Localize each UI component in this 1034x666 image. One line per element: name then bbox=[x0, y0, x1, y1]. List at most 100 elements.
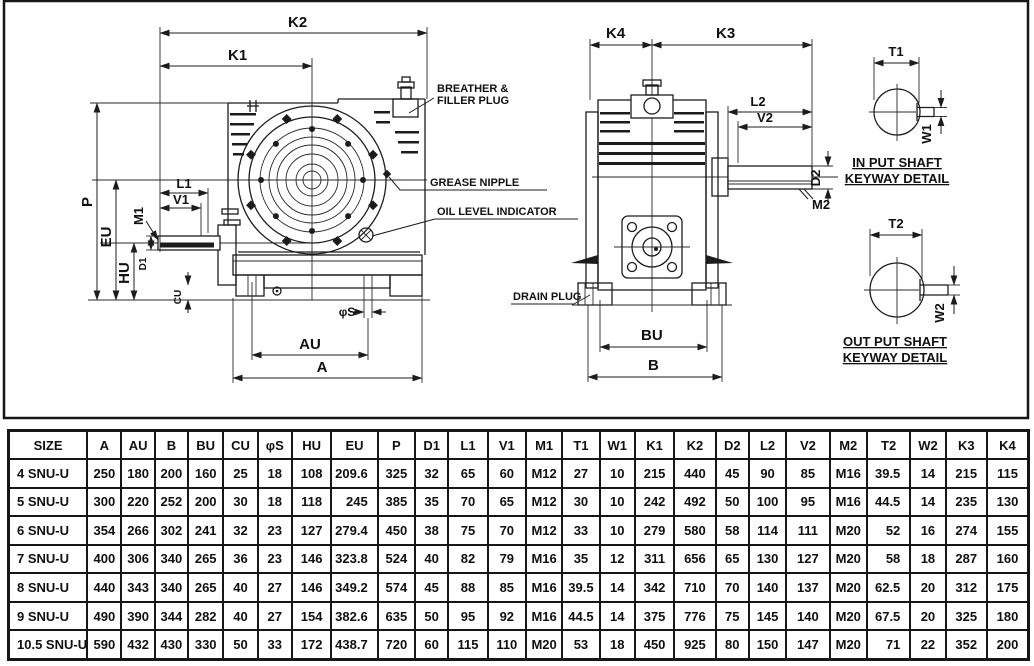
value-cell: 40 bbox=[414, 543, 450, 575]
value-cell: 172 bbox=[290, 629, 333, 661]
value-cell: 10 bbox=[598, 458, 636, 489]
value-cell: 52 bbox=[865, 515, 912, 546]
size-cell: 10.5 SNU-U bbox=[7, 629, 89, 661]
value-cell: 245 bbox=[330, 486, 379, 518]
side-feet bbox=[571, 255, 733, 306]
column-header: M1 bbox=[524, 429, 564, 460]
value-cell: 50 bbox=[222, 629, 259, 661]
value-cell: 16 bbox=[909, 515, 947, 546]
value-cell: 27 bbox=[256, 600, 293, 632]
value-cell: 776 bbox=[673, 600, 717, 632]
value-cell: 241 bbox=[187, 515, 225, 546]
value-cell: 79 bbox=[486, 543, 527, 575]
value-cell: 65 bbox=[447, 458, 489, 489]
column-header: D1 bbox=[414, 429, 450, 460]
value-cell: 95 bbox=[447, 600, 489, 632]
value-cell: 265 bbox=[187, 572, 225, 603]
callout-grease-nipple: GREASE NIPPLE bbox=[430, 177, 519, 189]
value-cell: 450 bbox=[633, 629, 676, 661]
value-cell: 250 bbox=[86, 458, 123, 489]
dim-d2: D2 bbox=[808, 170, 823, 187]
column-header: BU bbox=[187, 429, 225, 460]
value-cell: 300 bbox=[86, 486, 123, 518]
value-cell: 14 bbox=[909, 458, 947, 489]
column-header: D2 bbox=[714, 429, 750, 460]
value-cell: 150 bbox=[747, 629, 788, 661]
value-cell: 450 bbox=[376, 515, 417, 546]
dim-k1: K1 bbox=[228, 47, 247, 64]
value-cell: 25 bbox=[222, 458, 259, 489]
value-cell: 18 bbox=[909, 543, 947, 575]
value-cell: 354 bbox=[86, 515, 123, 546]
value-cell: 45 bbox=[414, 572, 450, 603]
value-cell: 720 bbox=[376, 629, 417, 661]
value-cell: 147 bbox=[785, 629, 831, 661]
value-cell: 35 bbox=[414, 486, 450, 518]
value-cell: 266 bbox=[120, 515, 156, 546]
value-cell: 590 bbox=[86, 629, 123, 661]
value-cell: 175 bbox=[985, 572, 1030, 603]
value-cell: M12 bbox=[524, 458, 564, 489]
value-cell: 127 bbox=[290, 515, 333, 546]
value-cell: 10 bbox=[598, 515, 636, 546]
column-header: P bbox=[376, 429, 417, 460]
value-cell: 344 bbox=[153, 600, 190, 632]
dim-l2: L2 bbox=[750, 94, 765, 109]
column-header: EU bbox=[330, 429, 379, 460]
value-cell: M20 bbox=[828, 543, 868, 575]
value-cell: 180 bbox=[985, 600, 1030, 632]
value-cell: 440 bbox=[86, 572, 123, 603]
value-cell: 215 bbox=[633, 458, 676, 489]
dim-p: P bbox=[79, 197, 96, 207]
value-cell: 23 bbox=[256, 515, 293, 546]
value-cell: 18 bbox=[256, 486, 293, 518]
value-cell: 100 bbox=[747, 486, 788, 518]
value-cell: 146 bbox=[290, 572, 333, 603]
dim-l1: L1 bbox=[176, 176, 191, 191]
value-cell: 82 bbox=[447, 543, 489, 575]
value-cell: 62.5 bbox=[865, 572, 912, 603]
value-cell: 39.5 bbox=[865, 458, 912, 489]
column-header: T2 bbox=[865, 429, 912, 460]
callout-breather-line2: FILLER PLUG bbox=[437, 95, 509, 107]
callout-oil-level: OIL LEVEL INDICATOR bbox=[437, 206, 557, 218]
value-cell: M16 bbox=[828, 458, 868, 489]
dim-cu: CU bbox=[173, 290, 184, 304]
value-cell: 492 bbox=[673, 486, 717, 518]
value-cell: 340 bbox=[153, 572, 190, 603]
value-cell: 438.7 bbox=[330, 629, 379, 661]
value-cell: 382.6 bbox=[330, 600, 379, 632]
value-cell: 44.5 bbox=[561, 600, 601, 632]
dim-d1: D1 bbox=[138, 257, 149, 270]
value-cell: 311 bbox=[633, 543, 676, 575]
output-shaft bbox=[711, 157, 813, 197]
dim-hu: HU bbox=[116, 262, 133, 284]
column-header: W2 bbox=[909, 429, 947, 460]
value-cell: 108 bbox=[290, 458, 333, 489]
value-cell: 75 bbox=[714, 600, 750, 632]
value-cell: 325 bbox=[376, 458, 417, 489]
value-cell: 35 bbox=[561, 543, 601, 575]
dim-m2: M2 bbox=[812, 197, 830, 212]
column-header: L2 bbox=[747, 429, 788, 460]
value-cell: 20 bbox=[909, 600, 947, 632]
oil-level-indicator-glass bbox=[358, 227, 374, 243]
callout-drain-plug: DRAIN PLUG bbox=[513, 291, 581, 303]
value-cell: 18 bbox=[256, 458, 293, 489]
value-cell: 302 bbox=[153, 515, 190, 546]
value-cell: 430 bbox=[153, 629, 190, 661]
value-cell: 352 bbox=[944, 629, 988, 661]
value-cell: 490 bbox=[86, 600, 123, 632]
column-header: W1 bbox=[598, 429, 636, 460]
column-header: A bbox=[86, 429, 123, 460]
value-cell: 12 bbox=[598, 543, 636, 575]
value-cell: 282 bbox=[187, 600, 225, 632]
dim-m1: M1 bbox=[131, 207, 146, 225]
value-cell: 160 bbox=[985, 543, 1030, 575]
value-cell: 60 bbox=[486, 458, 527, 489]
value-cell: 14 bbox=[598, 572, 636, 603]
